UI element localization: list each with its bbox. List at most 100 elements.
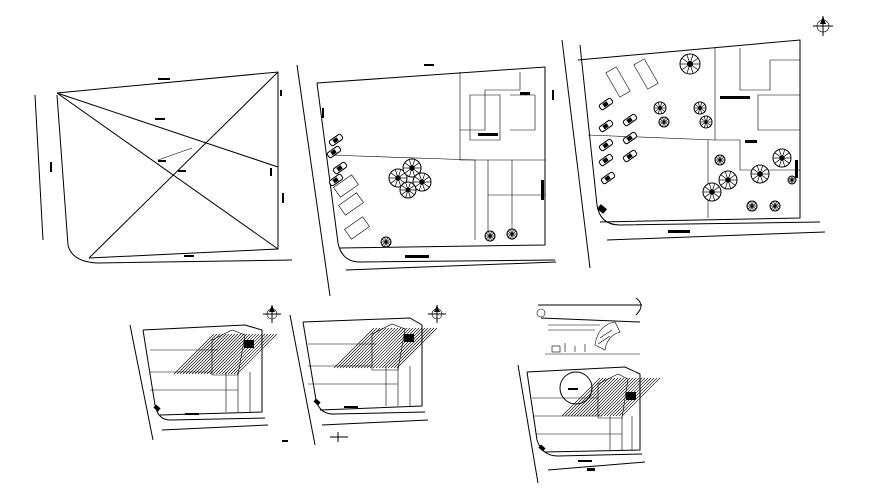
street-edge-bottom [321,419,429,426]
diagonal-line-c [56,92,279,168]
parked-car-icon [622,149,638,163]
scale-label [587,468,595,471]
north-arrow-icon [428,305,446,323]
street-label [405,255,429,258]
tree-symbol-icon [412,172,432,192]
corner-detail [538,444,546,452]
parking-spaces [598,97,638,185]
tree-group [380,158,518,248]
tree-symbol-icon [506,228,518,240]
tree-symbol-icon [402,158,422,178]
wall-hatch [720,96,750,99]
tree-symbol-icon [699,115,713,129]
street-edge-left [296,64,331,297]
tree-symbol-icon [653,101,667,115]
parking-pad [338,192,364,216]
corner-detail [597,204,607,214]
parked-car-icon [598,119,614,133]
street-edge-bottom [345,261,557,271]
dimension-label [322,108,324,118]
street-edge-left [34,94,44,241]
tree-symbol-icon [484,230,496,242]
parked-car-icon [622,131,638,145]
curb-line [579,44,821,226]
tree-symbol-icon [714,154,726,166]
wall-hatch [626,392,636,400]
site-plan-5 [289,305,446,446]
wall-hatch [478,133,498,136]
detail-line [540,317,641,323]
site-plan-6 [517,297,661,484]
parcel-lines [225,372,251,412]
section-line [326,154,476,240]
street-edge-left [289,314,316,446]
parked-car-icon [598,97,614,111]
parcel-lines [609,416,633,450]
detail-arc [635,297,642,316]
detail-box [551,345,561,353]
tree-symbol-icon [399,181,417,199]
dimension-label [568,388,578,390]
tree-symbol-icon [772,148,792,168]
street-label [185,413,199,415]
tree-group [653,53,797,212]
dimension-label [155,118,165,120]
street-edge-left [561,39,591,269]
wall-hatch [541,180,544,200]
building-hatch [561,377,661,417]
street-label [344,406,358,408]
scale-label [282,440,288,442]
parked-car-icon [598,153,614,167]
lot-boundary [302,317,423,411]
parked-car-icon [328,173,344,187]
corner-detail [313,398,321,406]
lot-boundary [526,366,641,453]
diagonal-line-b [88,71,279,259]
parking-spaces [326,133,348,187]
street-label [668,230,690,233]
dimension-label [50,162,52,172]
section-line [587,134,716,141]
dimension-label [280,90,282,96]
wall-hatch [404,334,414,342]
parking-pad [605,66,631,98]
curb-line [142,329,266,421]
building-outline [459,72,521,131]
parked-car-icon [326,145,342,159]
curb-line [56,94,293,264]
detail-ticks [564,343,586,352]
tree-symbol-icon [702,182,722,202]
roundabout-circle [559,371,593,405]
building-hatch [333,327,438,369]
dimension-label [552,90,554,100]
dimension-label [270,168,272,176]
hatched-building [597,373,629,419]
tree-symbol-icon [679,53,701,75]
parking-pad [344,216,370,240]
tree-symbol-icon [718,170,738,190]
street-edge-bottom [547,461,646,471]
tree-symbol-icon [658,116,670,128]
street-label [578,460,592,462]
wall-hatch [795,160,798,178]
lot-boundary [56,71,279,259]
parcel-lines [308,343,398,385]
curved-ramp [594,321,621,351]
diagonal-line-a [56,92,279,250]
building-wall [739,48,800,91]
parked-car-icon [332,161,348,175]
wall-hatch [244,340,254,348]
detail-marker [536,308,546,318]
lot-boundary [142,324,263,416]
parked-car-icon [600,171,616,185]
site-plan-4 [129,305,288,442]
site-plan-3 [561,16,833,269]
tree-symbol-icon [380,236,392,248]
tree-symbol-icon [787,175,797,185]
street-edge-bottom [161,424,269,431]
room-outline [469,94,501,141]
dimension-label [282,193,284,203]
parked-car-icon [328,133,344,147]
